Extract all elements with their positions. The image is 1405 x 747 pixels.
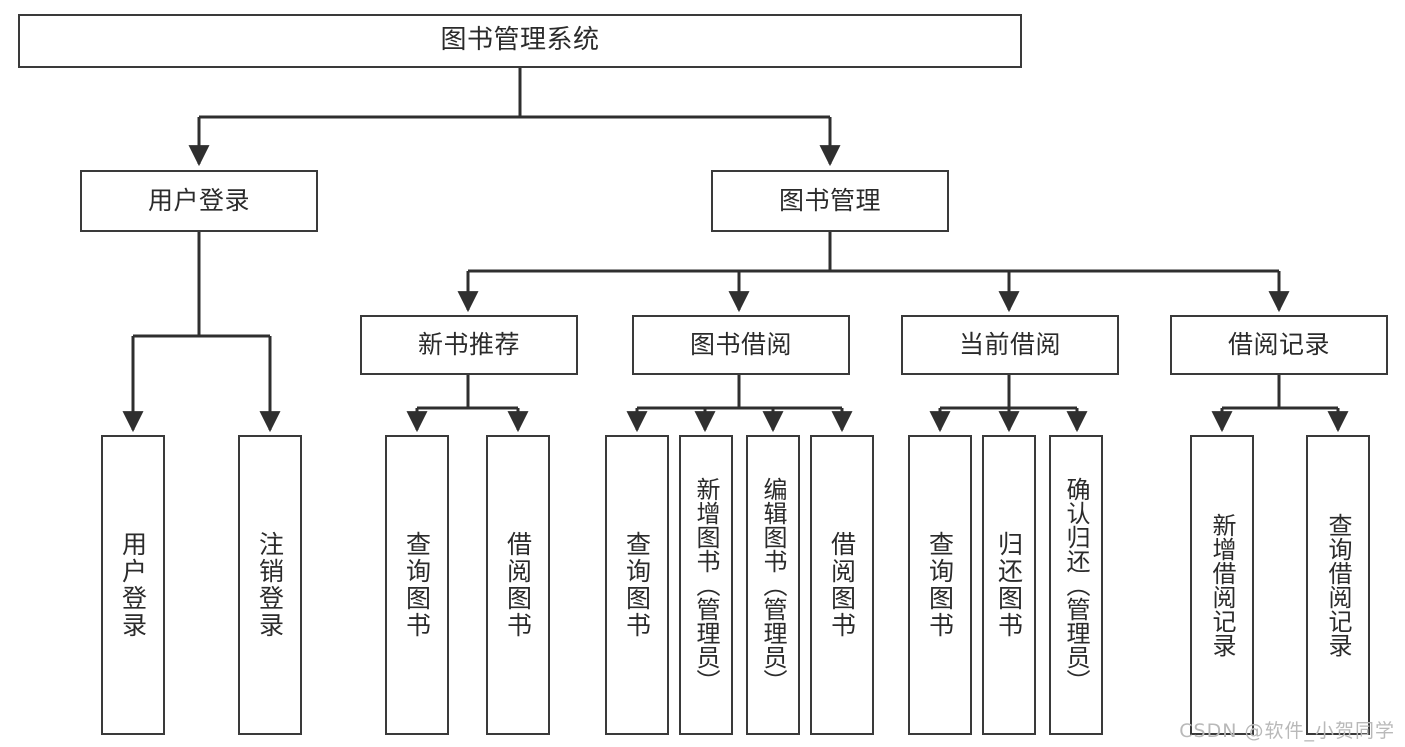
node-user-login[interactable]: 用户登录 [80, 170, 318, 232]
node-user-login-label: 用户登录 [147, 186, 250, 215]
leaf-user-login-1-label: 注销登录 [255, 531, 285, 639]
leaf-book-borrow-0-label: 查询图书 [622, 531, 652, 639]
node-root[interactable]: 图书管理系统 [18, 14, 1022, 68]
leaf-borrow-record-1[interactable]: 查询借阅记录 [1306, 435, 1370, 735]
leaf-user-login-1[interactable]: 注销登录 [238, 435, 302, 735]
node-book-borrow[interactable]: 图书借阅 [632, 315, 850, 375]
leaf-book-borrow-3-label: 借阅图书 [827, 531, 857, 639]
leaf-current-borrow-2[interactable]: 确认归还（管理员） [1049, 435, 1103, 735]
leaf-new-book-0-label: 查询图书 [402, 531, 432, 639]
node-book-management[interactable]: 图书管理 [711, 170, 949, 232]
node-current-borrow[interactable]: 当前借阅 [901, 315, 1119, 375]
node-book-management-label: 图书管理 [778, 186, 881, 215]
leaf-user-login-0-label: 用户登录 [118, 531, 148, 639]
leaf-user-login-0[interactable]: 用户登录 [101, 435, 165, 735]
leaf-current-borrow-1-label: 归还图书 [994, 531, 1024, 639]
leaf-book-borrow-3[interactable]: 借阅图书 [810, 435, 874, 735]
leaf-borrow-record-0-label: 新增借阅记录 [1208, 513, 1236, 657]
leaf-book-borrow-1-label: 新增图书（管理员） [692, 477, 720, 693]
node-borrow-record-label: 借阅记录 [1227, 330, 1330, 359]
node-new-book-recommend[interactable]: 新书推荐 [360, 315, 578, 375]
leaf-book-borrow-2-label: 编辑图书（管理员） [759, 477, 787, 693]
node-borrow-record[interactable]: 借阅记录 [1170, 315, 1388, 375]
leaf-new-book-1[interactable]: 借阅图书 [486, 435, 550, 735]
node-new-book-recommend-label: 新书推荐 [417, 330, 520, 359]
leaf-book-borrow-2[interactable]: 编辑图书（管理员） [746, 435, 800, 735]
leaf-book-borrow-1[interactable]: 新增图书（管理员） [679, 435, 733, 735]
leaf-new-book-1-label: 借阅图书 [503, 531, 533, 639]
leaf-current-borrow-0-label: 查询图书 [925, 531, 955, 639]
leaf-current-borrow-1[interactable]: 归还图书 [982, 435, 1036, 735]
leaf-borrow-record-1-label: 查询借阅记录 [1324, 513, 1352, 657]
leaf-current-borrow-2-label: 确认归还（管理员） [1062, 477, 1090, 693]
node-root-label: 图书管理系统 [440, 25, 600, 56]
leaf-borrow-record-0[interactable]: 新增借阅记录 [1190, 435, 1254, 735]
node-current-borrow-label: 当前借阅 [958, 330, 1061, 359]
leaf-book-borrow-0[interactable]: 查询图书 [605, 435, 669, 735]
leaf-new-book-0[interactable]: 查询图书 [385, 435, 449, 735]
leaf-current-borrow-0[interactable]: 查询图书 [908, 435, 972, 735]
node-book-borrow-label: 图书借阅 [689, 330, 792, 359]
